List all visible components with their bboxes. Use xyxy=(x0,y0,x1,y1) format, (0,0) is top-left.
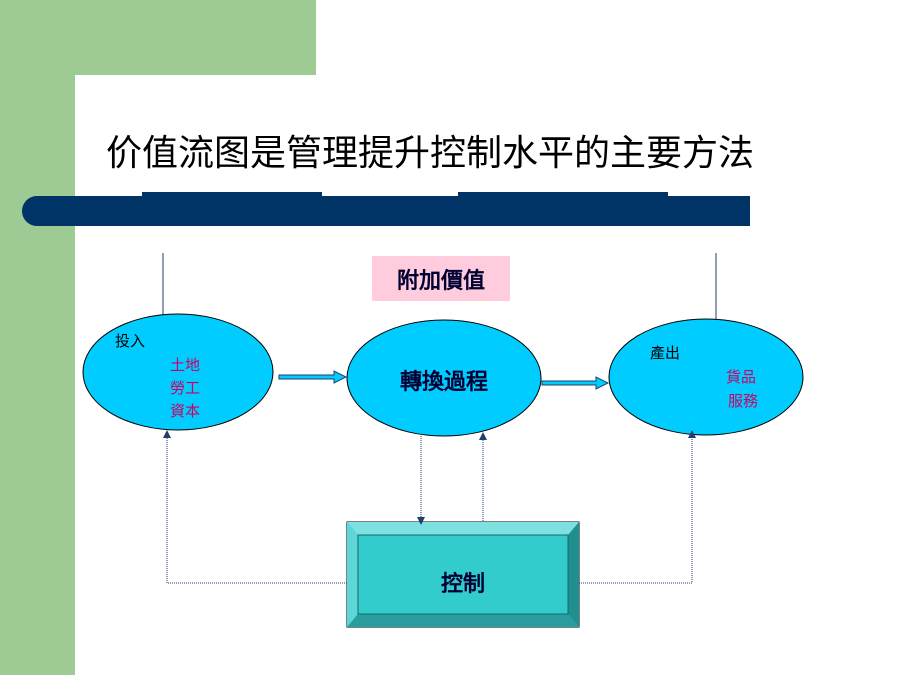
control-node xyxy=(346,521,580,628)
output-node xyxy=(608,318,804,436)
output-item-1: 貨品 xyxy=(726,368,756,386)
background-green-left xyxy=(0,0,75,675)
title-bar-notch-right xyxy=(458,192,668,196)
input-node xyxy=(82,313,274,431)
output-label: 產出 xyxy=(650,344,680,362)
value-added-label-box xyxy=(372,256,510,301)
input-item-1: 土地 xyxy=(170,356,200,374)
background-green-top xyxy=(0,0,316,75)
input-item-3: 資本 xyxy=(170,402,200,420)
slide-title: 价值流图是管理提升控制水平的主要方法 xyxy=(106,133,755,174)
output-item-2: 服務 xyxy=(728,392,758,410)
feedback-control-to-output xyxy=(579,430,696,584)
process-node xyxy=(346,319,542,437)
title-bar-notch-left xyxy=(142,192,322,196)
feedback-control-to-input xyxy=(163,430,347,584)
arrow-process-to-output xyxy=(541,376,610,390)
input-item-2: 勞工 xyxy=(170,379,200,397)
arrow-input-to-process xyxy=(278,370,348,384)
control-label: 控制 xyxy=(441,571,485,597)
input-label: 投入 xyxy=(115,332,145,350)
value-added-label: 附加價值 xyxy=(397,268,485,294)
title-underline-bar xyxy=(22,196,750,226)
process-label: 轉換過程 xyxy=(400,369,488,395)
